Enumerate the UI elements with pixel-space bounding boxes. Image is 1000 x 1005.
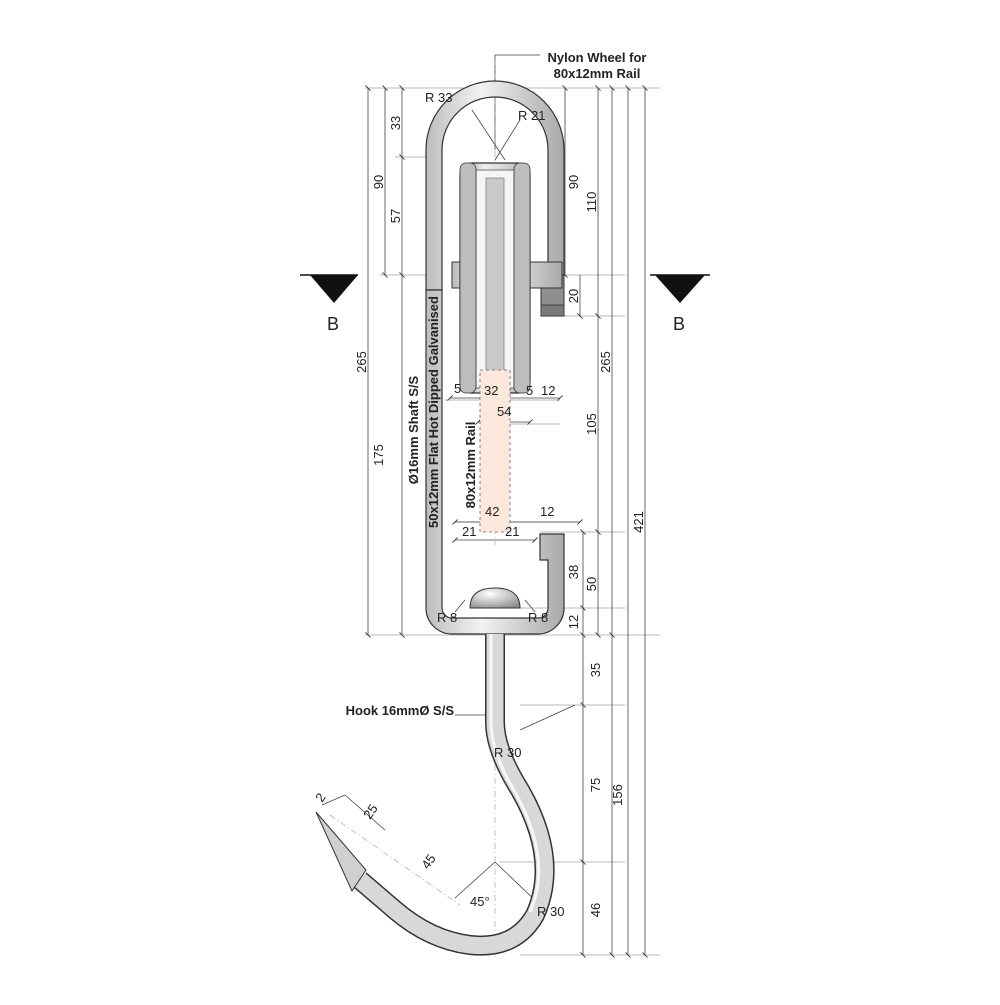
dim-265-left: 265 — [354, 351, 369, 373]
dim-2: 2 — [312, 790, 328, 805]
dim-25: 25 — [360, 801, 381, 821]
dim-421: 421 — [631, 511, 646, 533]
rail — [479, 369, 511, 533]
dim-110: 110 — [584, 192, 599, 213]
nylon-wheel-label-line1: Nylon Wheel for — [548, 50, 647, 65]
dim-35: 35 — [588, 663, 603, 677]
dim-r30-bottom: R 30 — [537, 904, 564, 919]
dim-r8-right: R 8 — [528, 610, 548, 625]
hook-nut — [469, 587, 521, 609]
dim-45: 45 — [418, 851, 439, 871]
dim-21-right: 21 — [505, 524, 519, 539]
nylon-wheel — [459, 162, 531, 394]
dim-5-right: 5 — [526, 383, 533, 398]
section-label-right: B — [673, 314, 685, 334]
hook-label: Hook 16mmØ S/S — [346, 703, 455, 718]
dim-54: 54 — [497, 404, 511, 419]
nylon-wheel-label-line2: 80x12mm Rail — [554, 66, 641, 81]
dim-12-mid: 12 — [540, 504, 554, 519]
dim-20: 20 — [566, 289, 581, 303]
dim-57: 57 — [388, 209, 403, 223]
dim-r8-left: R 8 — [437, 610, 457, 625]
dim-12-top: 12 — [541, 383, 555, 398]
dim-50: 50 — [584, 577, 599, 591]
section-marker-left — [300, 274, 358, 303]
dim-21-left: 21 — [462, 524, 476, 539]
dim-46: 46 — [588, 903, 603, 917]
dim-12-bottom: 12 — [566, 615, 581, 629]
dim-38: 38 — [566, 565, 581, 579]
dim-33: 33 — [388, 116, 403, 130]
flat-bar-label: 50x12mm Flat Hot Dipped Galvanised — [426, 296, 441, 528]
section-marker-right — [650, 274, 710, 303]
dim-90-right: 90 — [566, 175, 581, 189]
dim-32: 32 — [484, 383, 498, 398]
section-label-left: B — [327, 314, 339, 334]
dim-156: 156 — [610, 784, 625, 806]
shaft-label: Ø16mm Shaft S/S — [406, 375, 421, 484]
dim-r30-top: R 30 — [494, 745, 521, 760]
dimension-texts: R 33 R 21 33 57 90 265 175 90 110 20 265… — [312, 90, 646, 919]
hook — [315, 634, 555, 956]
dim-75: 75 — [588, 778, 603, 792]
dimension-lines — [321, 54, 660, 960]
dim-90-left: 90 — [371, 175, 386, 189]
dim-105: 105 — [584, 413, 599, 435]
dim-42: 42 — [485, 504, 499, 519]
dim-175: 175 — [371, 444, 386, 466]
dim-265-right: 265 — [598, 351, 613, 373]
dim-r21: R 21 — [518, 108, 545, 123]
dim-r33: R 33 — [425, 90, 452, 105]
dim-45-angle: 45° — [470, 894, 490, 909]
rail-label: 80x12mm Rail — [463, 422, 478, 509]
dim-5-left: 5 — [454, 381, 461, 396]
